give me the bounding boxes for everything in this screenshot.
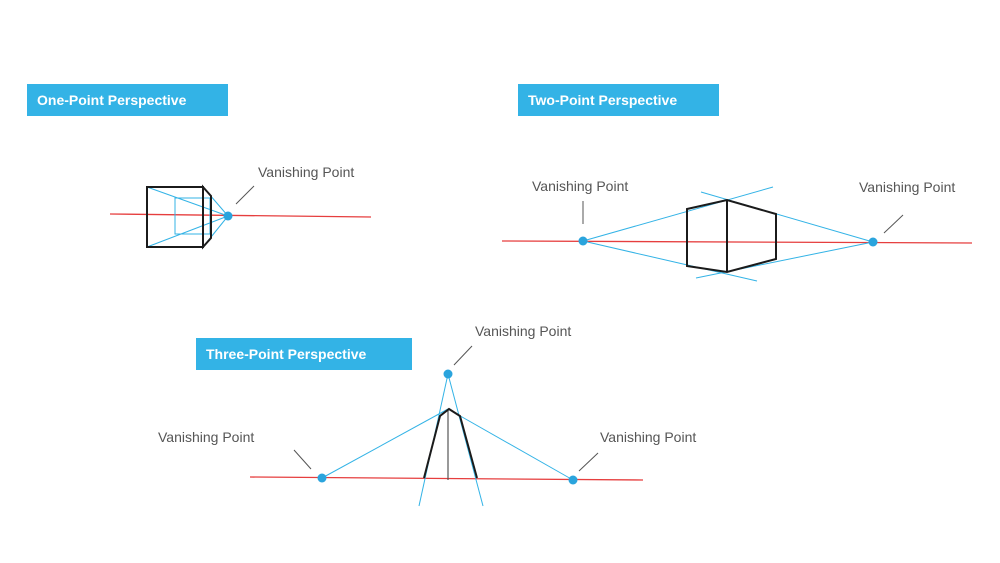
two-point-guide-line [582, 186, 774, 242]
one-point-side-face [202, 184, 212, 250]
three-point-left-vanishing-point [317, 473, 327, 483]
one-point-diagram: Vanishing Point [109, 164, 372, 250]
two-point-right-vanishing-point-label: Vanishing Point [859, 179, 955, 195]
three-point-left-vanishing-point-label: Vanishing Point [158, 429, 254, 445]
one-point-label-leader [235, 185, 255, 205]
three-point-tower-outline [423, 407, 478, 479]
two-point-title-banner: Two-Point Perspective [518, 84, 719, 116]
two-point-guide-line [695, 241, 874, 279]
one-point-horizon-line [109, 213, 372, 218]
two-point-left-vanishing-point [578, 236, 588, 246]
three-point-top-vanishing-point-label: Vanishing Point [475, 323, 571, 339]
two-point-diagram: Vanishing Point Vanishing Point [501, 178, 973, 282]
three-point-guide-line [447, 373, 484, 507]
three-point-guide-line [321, 408, 449, 479]
three-point-right-label-leader [578, 452, 599, 472]
one-point-guide-line [146, 186, 229, 217]
one-point-guide-line [146, 215, 229, 248]
two-point-horizon-line [501, 240, 973, 244]
three-point-left-label-leader [293, 449, 312, 470]
one-point-vanishing-point [223, 211, 233, 221]
two-point-right-label-leader [883, 214, 904, 234]
one-point-title-banner: One-Point Perspective [27, 84, 228, 116]
two-point-left-vanishing-point-label: Vanishing Point [532, 178, 628, 194]
three-point-top-label-leader [453, 345, 473, 366]
three-point-diagram: Vanishing Point Vanishing Point Vanishin… [158, 323, 696, 507]
three-point-right-vanishing-point [568, 475, 578, 485]
three-point-title-banner: Three-Point Perspective [196, 338, 412, 370]
three-point-right-vanishing-point-label: Vanishing Point [600, 429, 696, 445]
two-point-guide-line [582, 240, 758, 282]
three-point-top-vanishing-point [443, 369, 453, 379]
three-point-guide-line [447, 408, 574, 481]
two-point-box-outline [686, 198, 777, 274]
two-point-right-vanishing-point [868, 237, 878, 247]
one-point-vanishing-point-label: Vanishing Point [258, 164, 354, 180]
three-point-horizon-line [249, 476, 644, 481]
